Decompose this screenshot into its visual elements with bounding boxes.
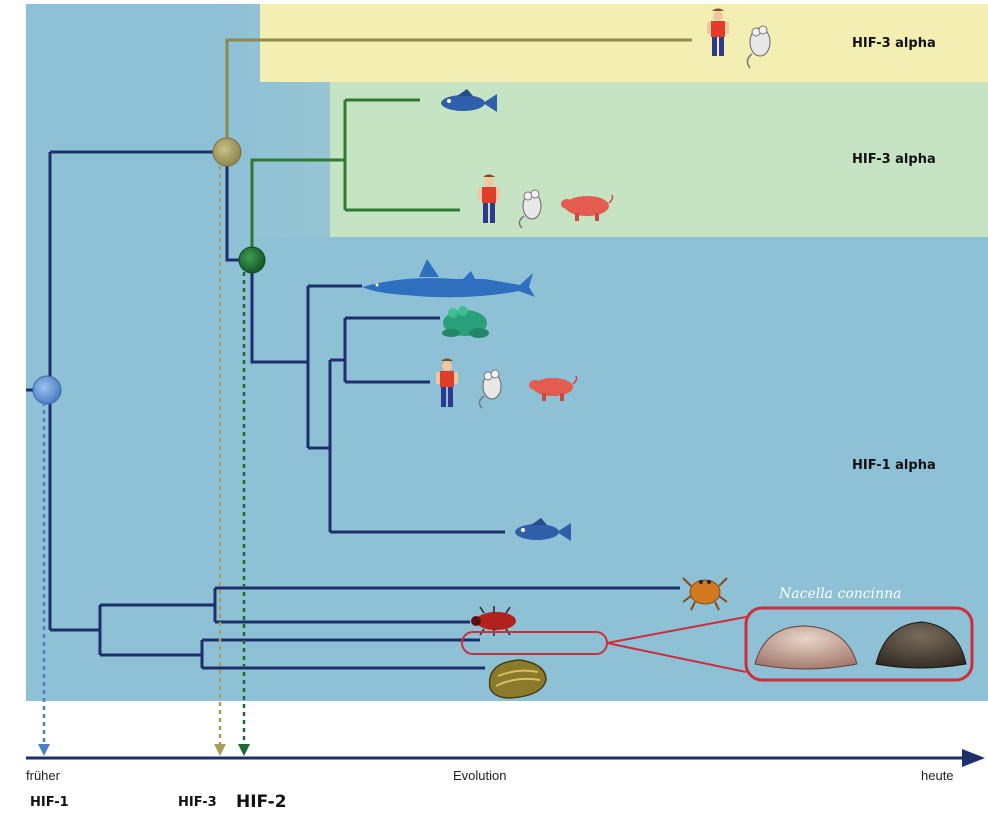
node-hif1: [32, 375, 62, 405]
nacella-callout-box: [744, 606, 974, 682]
node-hif3: [212, 137, 242, 167]
crab-icon: [682, 577, 728, 611]
pig-icon: [529, 375, 578, 401]
mouse-icon: [746, 25, 771, 69]
branch-hif3-top: [225, 38, 692, 152]
frog-icon: [442, 306, 489, 338]
callout-line-bottom: [606, 642, 747, 673]
callout-line-top: [606, 616, 747, 644]
group-label-hif3-top: HIF-3 alpha: [852, 36, 936, 51]
species-label: Nacella concinna: [778, 586, 901, 602]
marker-hif1: HIF-1: [30, 795, 69, 810]
oyster-icon: [488, 659, 547, 699]
limpet-shell-icon: [754, 625, 858, 670]
fish-icon: [441, 89, 497, 112]
axis-label-left: früher: [26, 768, 61, 783]
mouse-icon: [518, 189, 542, 229]
human-icon: [478, 174, 500, 223]
axis-label-right: heute: [921, 768, 954, 783]
marker-hif3: HIF-3: [178, 795, 217, 810]
arrowhead-hif2: [238, 744, 250, 756]
group-label-hif1: HIF-1 alpha: [852, 458, 936, 473]
arrowhead-hif3: [214, 744, 226, 756]
axis-label-center: Evolution: [453, 768, 506, 783]
mouse-icon: [478, 369, 502, 409]
arrowhead-hif1: [38, 744, 50, 756]
fish-icon: [515, 518, 571, 541]
axis-arrowhead: [962, 749, 985, 767]
human-icon: [707, 8, 729, 56]
pig-icon: [561, 194, 614, 221]
hif3-band-top-solid: [260, 4, 988, 82]
limpet-shell-icon: [875, 621, 967, 669]
group-label-hif3-mid: HIF-3 alpha: [852, 152, 936, 167]
shark-icon: [362, 259, 535, 298]
beetle-icon: [471, 606, 516, 636]
branch-hif3-mid: [250, 98, 460, 260]
marker-hif2: HIF-2: [236, 792, 287, 812]
human-icon: [436, 358, 458, 407]
node-hif2: [238, 246, 266, 274]
